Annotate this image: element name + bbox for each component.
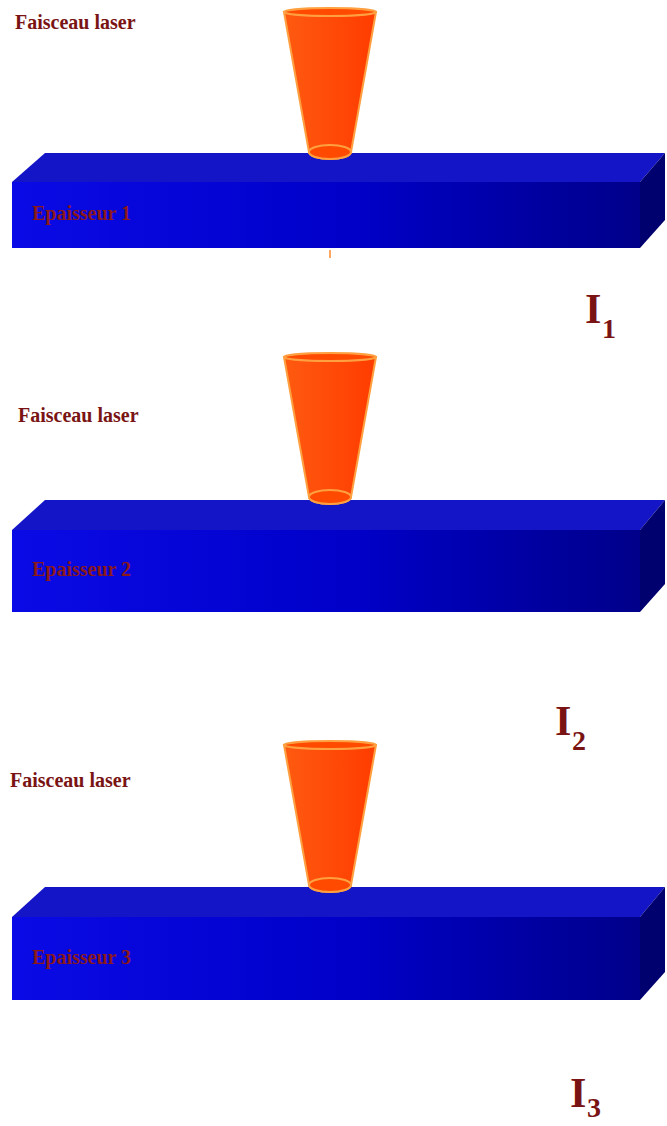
- cone-top: [284, 353, 376, 361]
- subscript-number: 1: [602, 315, 616, 343]
- cone-top: [284, 8, 376, 16]
- thickness-label: Epaisseur 2: [32, 559, 131, 579]
- slab-side-face: [640, 887, 665, 1000]
- beam-label: Faisceau laser: [15, 12, 136, 32]
- cone-top: [284, 741, 376, 749]
- slab-top-face: [12, 500, 665, 530]
- slab-side-face: [640, 153, 665, 248]
- beam-label: Faisceau laser: [10, 770, 131, 790]
- material-slab: Epaisseur 2: [12, 530, 640, 612]
- intensity-symbol: I: [585, 288, 601, 330]
- laser-spot: [309, 878, 351, 892]
- subscript-number: 2: [572, 727, 586, 755]
- subscript-number: 3: [587, 1094, 601, 1122]
- intensity-symbol: I: [570, 1072, 586, 1114]
- thickness-label: Epaisseur 3: [32, 947, 131, 967]
- beam-label: Faisceau laser: [18, 405, 139, 425]
- laser-cone: [284, 12, 376, 159]
- beam-trace: [329, 250, 331, 258]
- laser-spot: [309, 490, 351, 504]
- material-slab: Epaisseur 1: [12, 182, 640, 248]
- laser-cone: [284, 357, 376, 504]
- slab-side-face: [640, 500, 665, 612]
- thickness-label: Epaisseur 1: [32, 203, 131, 223]
- laser-spot: [309, 145, 351, 159]
- material-slab: Epaisseur 3: [12, 917, 640, 1000]
- intensity-symbol: I: [555, 700, 571, 742]
- laser-cone: [284, 745, 376, 892]
